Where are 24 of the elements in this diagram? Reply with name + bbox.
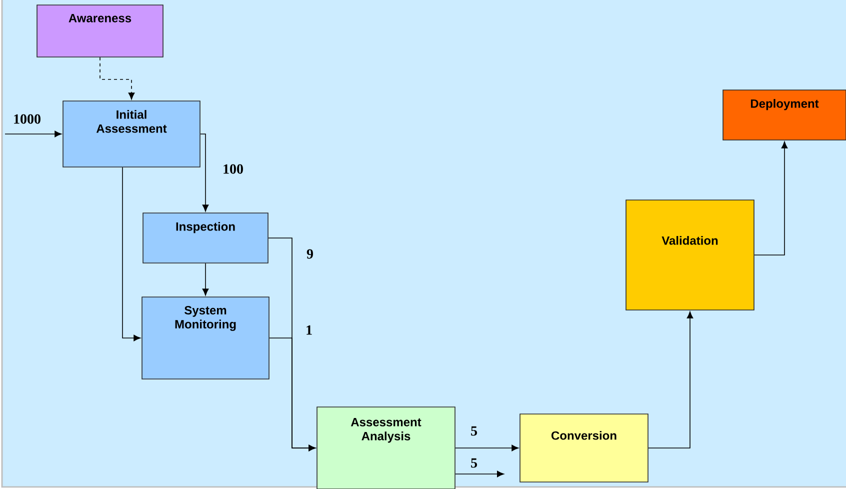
arrow bbox=[200, 134, 209, 212]
arrow bbox=[455, 470, 504, 478]
process-box: Initial Assessment bbox=[62, 100, 200, 168]
arrow bbox=[4, 130, 62, 138]
edge-label: 5 bbox=[470, 457, 478, 469]
process-box: System Monitoring bbox=[142, 296, 270, 380]
process-box: Assessment Analysis bbox=[316, 406, 456, 489]
edge-label: 1000 bbox=[12, 113, 42, 125]
process-box: Deployment bbox=[722, 90, 846, 140]
edge-label: 1 bbox=[304, 324, 314, 336]
edge-label: 9 bbox=[306, 248, 314, 260]
process-box: Conversion bbox=[520, 414, 648, 482]
process-box: Inspection bbox=[142, 212, 268, 264]
arrow bbox=[455, 444, 519, 452]
arrow bbox=[100, 57, 135, 100]
arrow bbox=[269, 338, 316, 452]
edge-label: 5 bbox=[470, 425, 478, 437]
arrow bbox=[202, 263, 209, 296]
process-box: Validation bbox=[626, 200, 754, 310]
edge-label: 100 bbox=[222, 163, 244, 175]
arrow bbox=[754, 141, 788, 256]
arrow bbox=[122, 167, 141, 342]
arrow bbox=[648, 311, 694, 448]
awareness-box: Awareness bbox=[36, 4, 164, 58]
